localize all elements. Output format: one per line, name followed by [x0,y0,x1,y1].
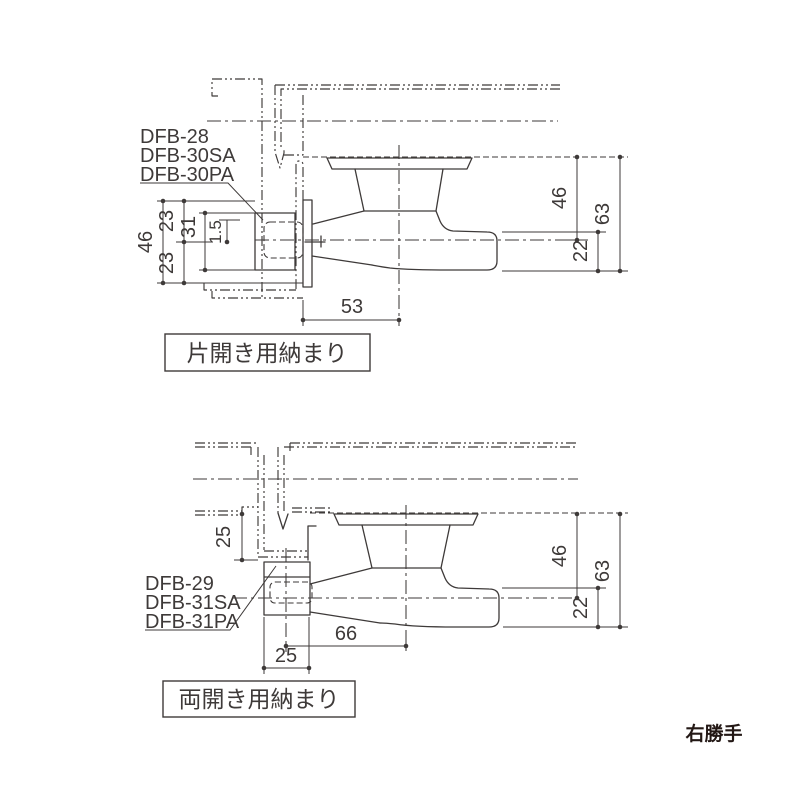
product-label: DFB-28 [140,126,209,148]
dim-grip-thickness: 22 [570,597,592,619]
double-swing-view: 25 66 25 46 22 63 DFB-29 DFB-31SA DFB-31… [145,442,628,718]
lever-rose [333,513,479,526]
dim-face-to-center: 46 [549,545,571,567]
dim-upper-half: 23 [156,210,178,232]
door-stop-tip [277,512,289,530]
dim-backset: 53 [341,296,363,318]
lever-arm-left-top [312,210,365,225]
dim-engagement: 25 [213,526,235,548]
product-label: DFB-31SA [145,592,241,614]
double-swing-product-labels: DFB-29 DFB-31SA DFB-31PA [145,565,277,633]
dim-center-to-lock: 66 [335,623,357,645]
dim-overall-depth: 63 [592,203,614,225]
product-label: DFB-31PA [145,611,240,633]
product-label: DFB-29 [145,573,214,595]
door-edge [307,525,317,561]
single-swing-view: 46 23 23 31 1.5 46 22 63 53 DFB- [135,78,628,372]
lock-block [263,561,311,616]
leader-line [145,565,277,631]
dim-face-to-center: 46 [549,187,571,209]
single-swing-product-labels: DFB-28 DFB-30SA DFB-30PA [140,126,264,221]
leader-line [140,182,264,221]
lock-body-hidden [269,581,313,604]
dim-overall-depth: 63 [592,560,614,582]
lock-and-lever-solid [254,157,498,288]
lever-arm-left-bottom [311,255,373,266]
handing-note: 右勝手 [684,722,742,745]
face-plate [302,199,313,288]
double-swing-dimensions: 25 66 25 46 22 63 [213,511,628,674]
lever-grip [379,567,500,628]
frame-profile-phantom [203,78,628,326]
lock-strike-box [254,212,296,271]
product-label: DFB-30PA [140,164,235,186]
single-swing-dimensions: 46 23 23 31 1.5 46 22 63 53 [135,154,628,326]
dim-offset: 1.5 [206,220,225,244]
single-swing-caption: 片開き用納まり [187,340,348,366]
dim-case-height: 31 [178,216,200,238]
lever-grip [371,210,498,271]
dim-lower-half: 23 [156,252,178,274]
lock-and-lever-solid-bottom [263,512,500,628]
dim-grip-thickness: 22 [570,240,592,262]
latch-bolt [304,235,326,248]
caption-box [162,680,356,718]
dim-lock-width: 25 [275,645,297,667]
lever-neck [361,524,451,569]
double-swing-caption: 両開き用納まり [179,686,340,712]
lever-arm-left-top [309,567,373,585]
product-label: DFB-30SA [140,145,236,167]
lever-neck [354,168,444,212]
lever-rose [326,157,473,170]
dim-left-total: 46 [135,231,157,253]
lever-arm-left-bottom [309,611,381,624]
caption-box [164,333,371,372]
